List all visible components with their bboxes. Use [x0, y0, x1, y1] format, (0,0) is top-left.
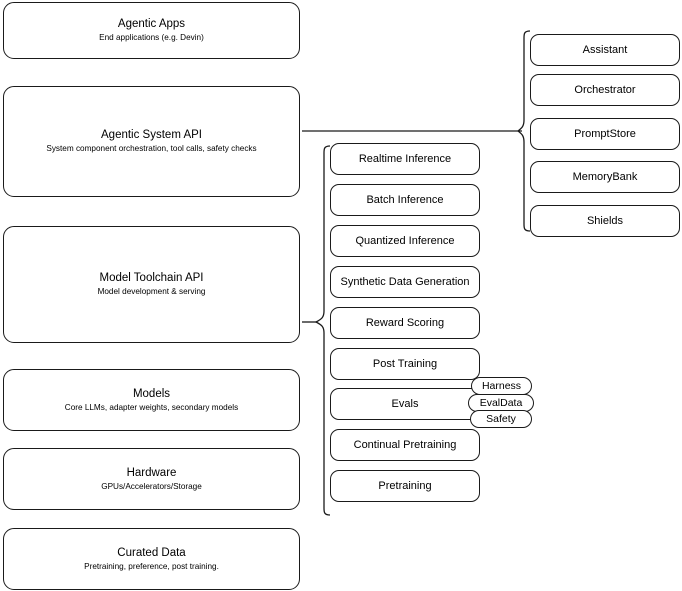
layer-subtitle: Model development & serving: [97, 287, 206, 296]
system-component-memorybank[interactable]: MemoryBank: [530, 161, 680, 193]
layer-subtitle: Core LLMs, adapter weights, secondary mo…: [64, 402, 239, 412]
layer-subtitle: End applications (e.g. Devin): [99, 33, 204, 42]
toolchain-component-quantized-inference[interactable]: Quantized Inference: [330, 225, 480, 257]
layer-subtitle: GPUs/Accelerators/Storage: [101, 481, 202, 491]
pill-label: EvalData: [479, 396, 523, 409]
chip-label: Reward Scoring: [365, 317, 445, 329]
chip-label: Realtime Inference: [358, 153, 452, 165]
chip-label: Shields: [586, 215, 624, 227]
stack-layer-agentic-system-api[interactable]: Agentic System API System component orch…: [3, 86, 300, 197]
stack-layer-agentic-apps[interactable]: Agentic Apps End applications (e.g. Devi…: [3, 2, 300, 59]
chip-label: Batch Inference: [366, 194, 444, 206]
chip-label: Post Training: [372, 358, 438, 370]
system-component-shields[interactable]: Shields: [530, 205, 680, 237]
system-component-assistant[interactable]: Assistant: [530, 34, 680, 66]
brace-system-components: [516, 30, 531, 232]
chip-label: Orchestrator: [574, 84, 636, 96]
layer-title: Model Toolchain API: [99, 272, 204, 284]
pill-label: Harness: [481, 379, 522, 392]
toolchain-component-pretraining[interactable]: Pretraining: [330, 470, 480, 502]
stack-layer-model-toolchain-api[interactable]: Model Toolchain API Model development & …: [3, 226, 300, 343]
stack-layer-models[interactable]: Models Core LLMs, adapter weights, secon…: [3, 369, 300, 431]
layer-title: Agentic Apps: [117, 18, 186, 30]
chip-label: Continual Pretraining: [353, 439, 457, 451]
layer-subtitle: Pretraining, preference, post training.: [84, 561, 219, 571]
chip-label: Quantized Inference: [355, 235, 455, 247]
toolchain-component-evals[interactable]: Evals: [330, 388, 480, 420]
stack-layer-hardware[interactable]: Hardware GPUs/Accelerators/Storage: [3, 448, 300, 510]
pill-label: Safety: [486, 412, 516, 425]
chip-label: PromptStore: [574, 128, 636, 140]
system-component-promptstore[interactable]: PromptStore: [530, 118, 680, 150]
layer-title: Hardware: [126, 466, 177, 479]
layer-title: Models: [132, 387, 171, 400]
layer-subtitle: System component orchestration, tool cal…: [46, 144, 257, 153]
chip-label: Pretraining: [378, 480, 432, 492]
toolchain-component-reward-scoring[interactable]: Reward Scoring: [330, 307, 480, 339]
toolchain-component-continual-pretraining[interactable]: Continual Pretraining: [330, 429, 480, 461]
layer-title: Agentic System API: [101, 129, 202, 141]
chip-label: MemoryBank: [572, 171, 638, 183]
toolchain-component-post-training[interactable]: Post Training: [330, 348, 480, 380]
chip-label: Evals: [391, 398, 419, 410]
evals-badge-harness[interactable]: Harness: [471, 377, 532, 395]
brace-toolchain-components: [314, 145, 331, 516]
stack-layer-curated-data[interactable]: Curated Data Pretraining, preference, po…: [3, 528, 300, 590]
toolchain-component-batch-inference[interactable]: Batch Inference: [330, 184, 480, 216]
toolchain-component-realtime-inference[interactable]: Realtime Inference: [330, 143, 480, 175]
toolchain-component-synthetic-data-generation[interactable]: Synthetic Data Generation: [330, 266, 480, 298]
chip-label: Synthetic Data Generation: [340, 276, 470, 288]
evals-badge-safety[interactable]: Safety: [470, 410, 532, 428]
system-component-orchestrator[interactable]: Orchestrator: [530, 74, 680, 106]
layer-title: Curated Data: [117, 546, 186, 559]
chip-label: Assistant: [582, 44, 628, 56]
